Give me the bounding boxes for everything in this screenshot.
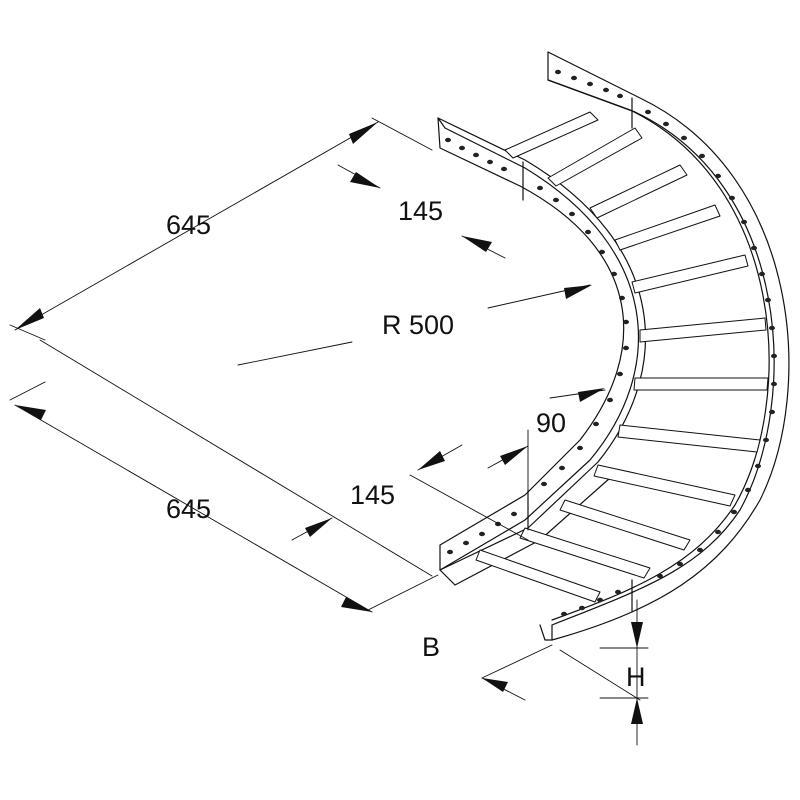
outer-rail-top-edge xyxy=(547,51,790,641)
arrow-icon xyxy=(15,405,46,420)
label-length-bottom: 645 xyxy=(166,494,211,524)
dim-line-length-top xyxy=(14,121,379,331)
rung xyxy=(633,377,769,391)
label-height: H xyxy=(626,662,646,692)
label-angle: 90 xyxy=(536,408,566,438)
label-length-top: 645 xyxy=(166,210,211,240)
label-width: B xyxy=(422,632,440,662)
arrow-icon xyxy=(349,122,378,144)
dim-line-width xyxy=(481,644,553,679)
rung xyxy=(639,317,767,343)
outer-rail-flange xyxy=(539,624,553,641)
label-radius: R 500 xyxy=(382,310,454,340)
ladder-bend xyxy=(437,51,790,641)
dim-line-length-bottom xyxy=(14,404,373,613)
arrow-icon xyxy=(341,597,372,612)
rung xyxy=(504,111,599,159)
rung xyxy=(547,127,643,187)
rung xyxy=(519,527,651,579)
rung xyxy=(593,464,736,507)
rung xyxy=(617,424,761,453)
dimension-labels: 645 145 R 500 90 145 645 B H xyxy=(166,196,646,692)
rung xyxy=(475,549,601,603)
rung xyxy=(589,164,688,219)
dimension-lines xyxy=(9,117,649,746)
rungs xyxy=(475,111,769,603)
inner-rail-top-edge xyxy=(437,117,639,571)
outer-rail-face xyxy=(547,79,770,621)
label-straight-top: 145 xyxy=(398,196,443,226)
inner-rail-face xyxy=(437,117,646,571)
label-straight-bottom: 145 xyxy=(350,480,395,510)
rung xyxy=(559,499,691,551)
rung xyxy=(631,254,749,294)
arrow-icon xyxy=(15,308,44,330)
rung xyxy=(614,204,721,251)
outer-rail-holes xyxy=(555,69,777,617)
